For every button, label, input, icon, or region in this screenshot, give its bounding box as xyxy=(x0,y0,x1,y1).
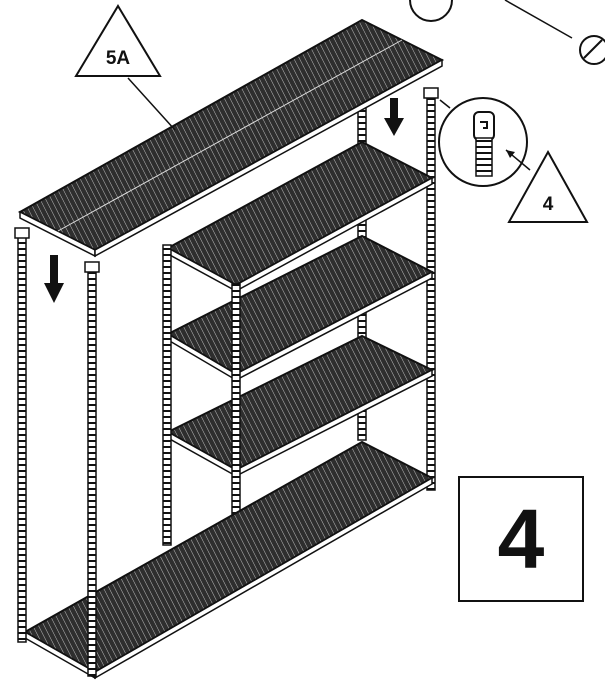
callout-4-label: 4 xyxy=(543,194,554,215)
offscreen-detail xyxy=(409,0,605,65)
down-arrow-icon xyxy=(44,255,64,303)
top-shelf-5a xyxy=(17,18,445,258)
bottom-shelf xyxy=(22,440,435,680)
step-number: 4 xyxy=(497,492,545,586)
callout-4: 4 xyxy=(507,149,589,223)
callout-5a-label: 5A xyxy=(106,48,131,69)
left-unit-posts xyxy=(14,227,100,677)
down-arrow-icon xyxy=(384,98,404,136)
post-top-collar xyxy=(423,87,439,99)
magnifier-detail-icon xyxy=(438,97,531,187)
callout-5a: 5A xyxy=(74,4,176,131)
step-number-box: 4 xyxy=(458,476,584,602)
